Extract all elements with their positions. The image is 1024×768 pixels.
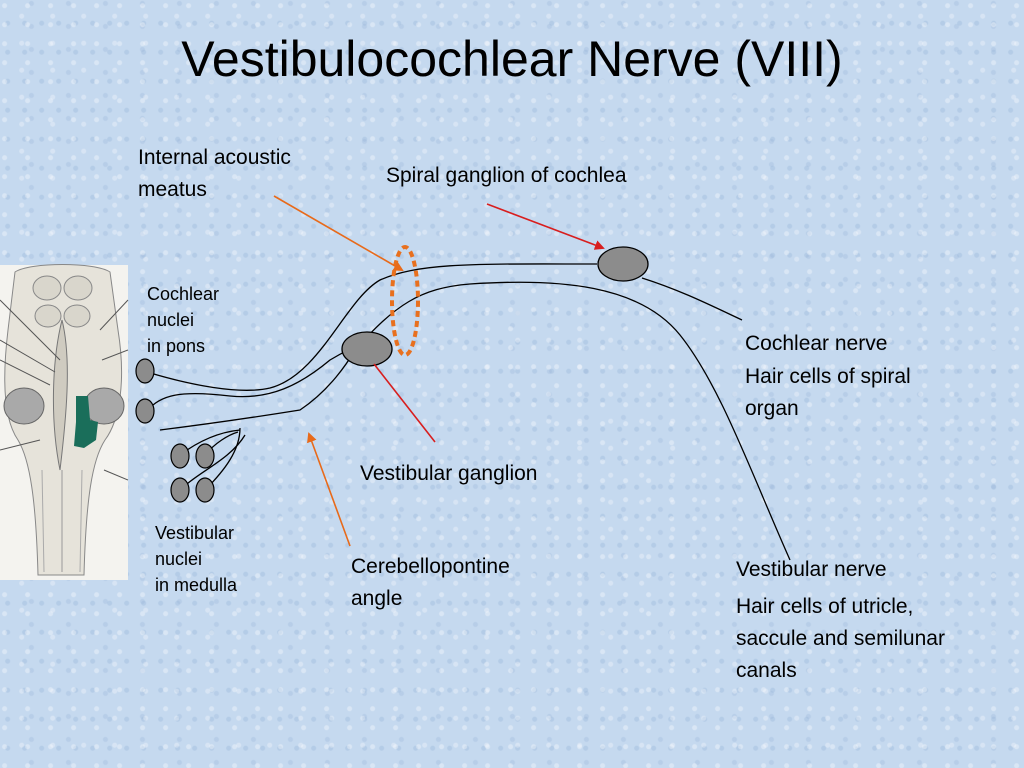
vestibular-ganglion-arrow [373,363,436,443]
leader-line-7 [103,469,129,481]
cochlear-nucleus-lower [135,398,155,424]
internal-acoustic-meatus-label: Internal acoustic meatus [138,146,291,201]
vestibular-nucleus-2 [195,443,215,469]
leader-line-5 [99,299,129,331]
cerebellopontine-arrow [307,432,351,547]
pointer-arrows [273,195,605,547]
lateral-line-right [79,469,83,573]
leader-line-1 [0,299,61,361]
colliculus-left [32,275,62,301]
colliculus-left-lower [34,304,62,328]
hair-cells-spiral-label: Hair cells of spiral organ [745,365,911,420]
internal-acoustic-meatus-ring [390,245,420,357]
vestibular-nucleus-4 [195,477,215,503]
leader-line-4 [0,439,41,451]
cochlear-nucleus-upper [135,358,155,384]
cochlear-nerve-label: Cochlear nerve [745,332,888,355]
ganglia [135,246,649,503]
cerebellopontine-angle-label: Cerebellopontine angle [351,555,510,610]
cochlear-nuclei-label: Cochlear nuclei in pons [147,284,220,356]
vestibular-area-highlight [74,396,98,448]
brainstem-illustration [0,264,129,580]
lateral-line-left [41,469,45,573]
vestibular-ganglion-label: Vestibular ganglion [360,462,538,485]
leader-line-3 [0,359,51,386]
spiral-ganglion-label: Spiral ganglion of cochlea [386,164,627,187]
vestibular-nerve-label: Vestibular nerve [736,558,887,581]
colliculus-right-lower [63,304,91,328]
hair-cells-utricle-label: Hair cells of utricle, saccule and semil… [736,595,945,682]
vestibular-nucleus-3 [170,477,190,503]
leader-line-6 [101,349,129,361]
vestibular-nucleus-1 [170,443,190,469]
leader-line-2 [0,339,56,373]
vestibular-nuclei-label: Vestibular nuclei in medulla [155,523,238,595]
page-title: Vestibulocochlear Nerve (VIII) [181,31,843,87]
vestibular-fiber [159,281,791,561]
meatus-arrow [273,195,404,272]
spiral-ganglion-node [597,246,649,282]
cochlear-fiber-upper [146,263,598,391]
colliculus-right [63,275,93,301]
cochlear-peripheral-fiber [641,277,743,321]
nerve-fibers [146,263,791,561]
cerebellar-peduncle-right [83,387,125,425]
spiral-ganglion-arrow [486,203,605,250]
cerebellar-peduncle-left [3,387,45,425]
vestibular-ganglion-node [341,331,393,367]
